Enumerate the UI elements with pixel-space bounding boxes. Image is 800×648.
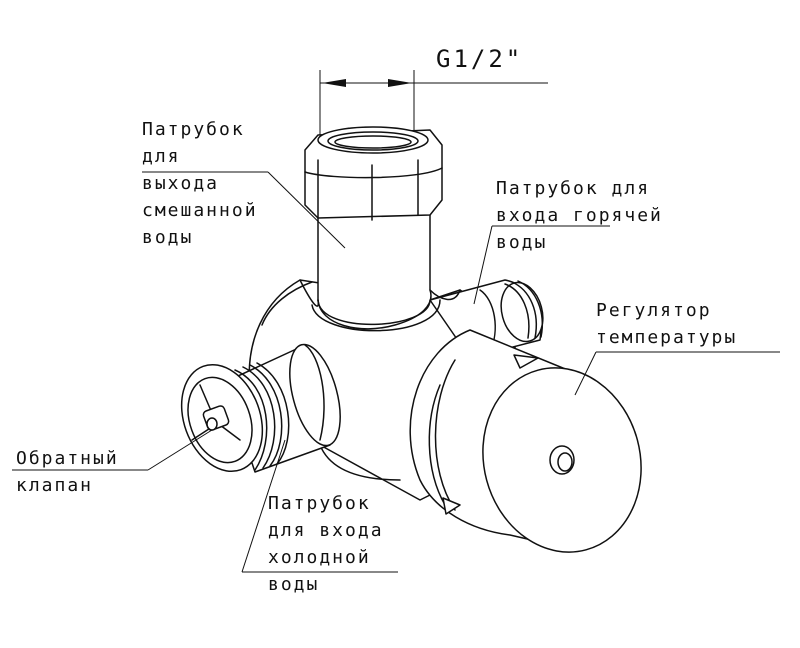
hot-inlet-label: Патрубок для входа горячей воды xyxy=(496,175,663,256)
hot-inlet-line-3: воды xyxy=(496,232,548,253)
cold-inlet-line-3: холодной xyxy=(268,547,371,568)
hot-inlet-line-2: входа горячей xyxy=(496,205,663,226)
regulator-line-2: температуры xyxy=(596,327,738,348)
cold-inlet-line-2: для входа xyxy=(268,520,384,541)
temperature-regulator-label: Регулятор температуры xyxy=(596,297,737,351)
mixed-outlet-line-3: выхода xyxy=(142,173,220,194)
mixed-outlet-pipe xyxy=(299,204,461,332)
check-valve-line-1: Обратный xyxy=(16,448,119,469)
check-valve-line-2: клапан xyxy=(16,475,94,496)
leader-lines xyxy=(12,171,780,573)
cold-inlet-line-4: воды xyxy=(268,574,320,595)
dimension-marker xyxy=(319,70,548,135)
hot-inlet-pipe xyxy=(429,279,544,359)
check-valve xyxy=(187,376,253,464)
mixed-outlet-line-2: для xyxy=(142,146,181,167)
hex-nut xyxy=(304,126,443,221)
check-valve-label: Обратный клапан xyxy=(16,445,119,499)
cold-inlet-line-1: Патрубок xyxy=(268,493,371,514)
mixed-outlet-label: Патрубок для выхода смешанной воды xyxy=(142,116,258,251)
cold-inlet-label: Патрубок для входа холодной воды xyxy=(268,490,384,598)
mixed-outlet-line-1: Патрубок xyxy=(142,119,245,140)
regulator-cap xyxy=(409,329,642,553)
hot-inlet-line-1: Патрубок для xyxy=(496,178,651,199)
mixed-outlet-line-5: воды xyxy=(142,227,194,248)
thread-size-label: G1/2" xyxy=(436,45,524,73)
regulator-line-1: Регулятор xyxy=(596,300,712,321)
mixed-outlet-line-4: смешанной xyxy=(142,200,258,221)
